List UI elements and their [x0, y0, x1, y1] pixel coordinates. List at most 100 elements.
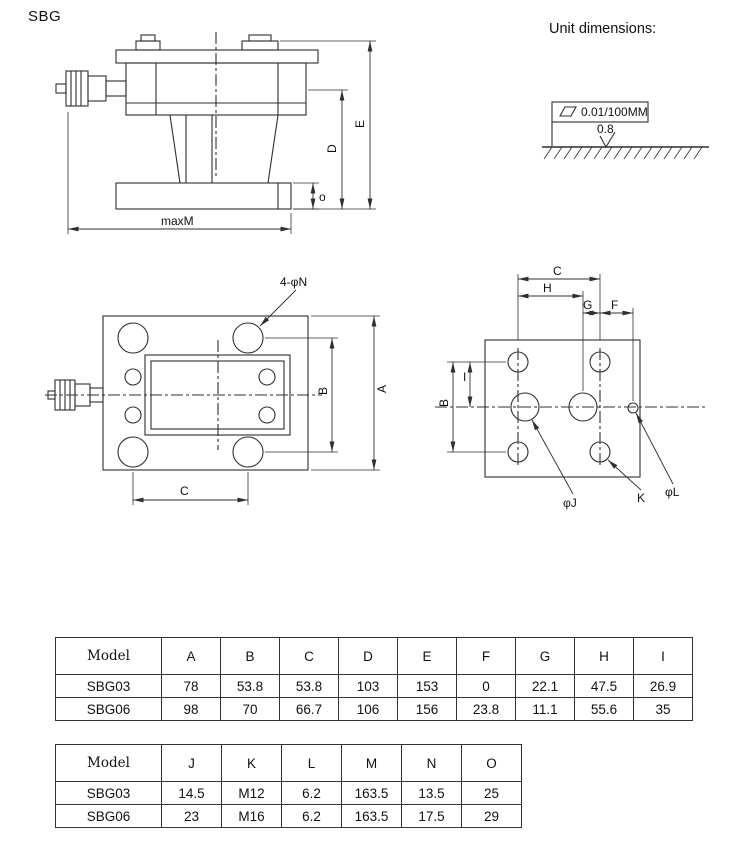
value-cell: 26.9 [633, 674, 693, 698]
value-cell: 70 [220, 697, 280, 721]
column-header-D: D [338, 637, 398, 675]
value-cell: 6.2 [281, 781, 342, 805]
column-header-C: C [279, 637, 339, 675]
column-header-G: G [515, 637, 575, 675]
column-header-J: J [161, 744, 222, 782]
dim-label-C2: C [553, 264, 562, 278]
table-row-sbg06: SBG06 23 M16 6.2 163.5 17.5 29 [55, 804, 522, 828]
table2-header-row: Model J K L M N O [55, 744, 522, 782]
dim-B-front: B [265, 337, 338, 453]
column-header-E: E [397, 637, 457, 675]
column-header-K: K [221, 744, 282, 782]
callout-K: K [607, 459, 645, 505]
dim-label-D: D [325, 144, 339, 153]
dim-label-o: o [319, 190, 326, 204]
port-pattern-drawing: C H G F B I φJ K φL [435, 264, 707, 510]
dim-E: E [280, 40, 376, 210]
front-view-drawing: 4-φN B A C [45, 275, 389, 505]
dim-D: D [308, 89, 348, 209]
valve-side-outline [55, 32, 319, 210]
value-cell: 163.5 [341, 804, 402, 828]
table-row-sbg03: SBG03 78 53.8 53.8 103 153 0 22.1 47.5 2… [55, 674, 693, 698]
callout-phiL: φL [635, 412, 680, 499]
dim-label-F: F [611, 298, 618, 312]
value-cell: 53.8 [220, 674, 280, 698]
value-cell: 163.5 [341, 781, 402, 805]
dim-A-front: A [311, 315, 389, 471]
dim-label-A: A [375, 385, 389, 393]
surface-tolerance-symbol: 0.01/100MM 0.8 [542, 101, 709, 160]
column-header-M: M [341, 744, 402, 782]
value-cell: 156 [397, 697, 457, 721]
surface-hatching [543, 146, 703, 160]
valve-front-outline [45, 315, 322, 471]
dim-label-H: H [543, 281, 552, 295]
column-header-O: O [461, 744, 522, 782]
value-cell: 0 [456, 674, 516, 698]
value-cell: 29 [461, 804, 522, 828]
column-header-I: I [633, 637, 693, 675]
dim-label-phiJ: φJ [563, 496, 577, 510]
value-cell: M12 [221, 781, 282, 805]
dimension-table-j-o: Model J K L M N O SBG03 14.5 M12 6.2 163… [55, 744, 522, 828]
dim-label-maxM: maxM [161, 214, 194, 228]
value-cell: 66.7 [279, 697, 339, 721]
dim-label-I: I [463, 370, 466, 384]
dim-maxM: maxM [67, 112, 292, 234]
model-cell: SBG06 [55, 804, 162, 828]
callout-phiJ: φJ [531, 419, 577, 510]
dim-label-B2: B [437, 399, 451, 407]
dim-o: o [293, 182, 326, 210]
dim-H-ports: H [518, 281, 584, 391]
value-cell: 13.5 [401, 781, 462, 805]
column-header-A: A [161, 637, 221, 675]
column-header-model: Model [55, 744, 162, 782]
value-cell: 23.8 [456, 697, 516, 721]
dim-label-K: K [637, 491, 645, 505]
model-cell: SBG03 [55, 781, 162, 805]
dim-label-phiL: φL [665, 485, 680, 499]
column-header-N: N [401, 744, 462, 782]
value-cell: 23 [161, 804, 222, 828]
port-face-outline [435, 339, 707, 478]
callout-4phiN: 4-φN [259, 275, 307, 327]
value-cell: 106 [338, 697, 398, 721]
value-cell: 103 [338, 674, 398, 698]
dim-F-ports: F [600, 298, 634, 401]
value-cell: M16 [221, 804, 282, 828]
model-cell: SBG03 [55, 674, 162, 698]
roughness-value: 0.8 [597, 122, 614, 136]
table-row-sbg06: SBG06 98 70 66.7 106 156 23.8 11.1 55.6 … [55, 697, 693, 721]
ground-surface [542, 146, 709, 160]
dim-label-C: C [180, 484, 189, 498]
value-cell: 6.2 [281, 804, 342, 828]
dim-label-E: E [353, 120, 367, 128]
dim-label-B: B [316, 387, 330, 395]
dim-C-front: C [132, 472, 249, 505]
value-cell: 35 [633, 697, 693, 721]
dim-G-ports: G [583, 298, 600, 316]
flatness-callout [551, 101, 649, 146]
column-header-H: H [574, 637, 634, 675]
value-cell: 153 [397, 674, 457, 698]
table-row-sbg03: SBG03 14.5 M12 6.2 163.5 13.5 25 [55, 781, 522, 805]
dim-label-4phiN: 4-φN [280, 275, 307, 289]
dim-I-ports: I [463, 362, 473, 407]
value-cell: 25 [461, 781, 522, 805]
page-title: SBG [28, 8, 62, 25]
column-header-L: L [281, 744, 342, 782]
column-header-B: B [220, 637, 280, 675]
value-cell: 78 [161, 674, 221, 698]
dimension-table-a-i: Model A B C D E F G H I SBG03 78 53.8 53… [55, 637, 693, 721]
flatness-value: 0.01/100MM [581, 105, 648, 119]
dim-B-ports: B [437, 361, 506, 453]
value-cell: 14.5 [161, 781, 222, 805]
model-cell: SBG06 [55, 697, 162, 721]
side-view-drawing: maxM o D E [55, 32, 376, 234]
column-header-F: F [456, 637, 516, 675]
value-cell: 17.5 [401, 804, 462, 828]
value-cell: 98 [161, 697, 221, 721]
value-cell: 22.1 [515, 674, 575, 698]
dim-C-ports: C [517, 264, 601, 340]
dim-label-G: G [583, 298, 592, 312]
